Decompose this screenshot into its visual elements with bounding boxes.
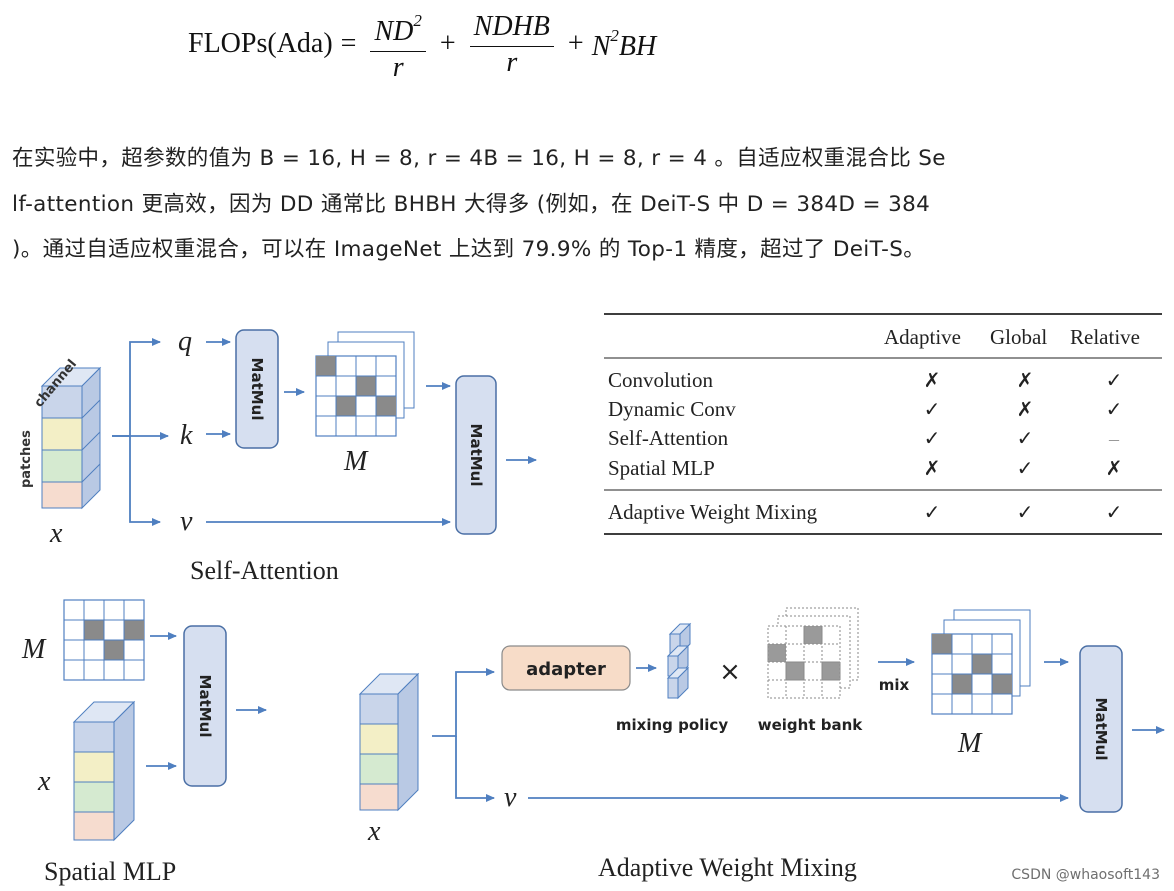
spatial-mlp-caption: Spatial MLP — [44, 857, 176, 886]
awm-x-label: x — [367, 816, 381, 847]
cell-global: ✗ — [1017, 399, 1034, 421]
flops-formula: FLOPs(Ada) = ND2 r + NDHB r + N2BH — [188, 4, 656, 84]
cell-global: ✓ — [1017, 502, 1034, 524]
matmul-1-block — [235, 329, 279, 449]
mlp-x-label: x — [37, 766, 51, 797]
mixing-policy-label: mixing policy — [616, 716, 728, 734]
self-attention-diagram: channel patches x q k v MatMul — [19, 326, 537, 585]
row-name: Adaptive Weight Mixing — [608, 500, 818, 524]
adapter-label: adapter — [526, 659, 606, 680]
sa-x-label: x — [49, 518, 63, 549]
fraction-2-numerator: NDHB — [469, 10, 554, 47]
mlp-m-grid — [63, 599, 145, 681]
v-label: v — [180, 506, 193, 537]
table-row: Self-Attention ✓ ✓ – — [608, 426, 1120, 450]
k-label: k — [180, 420, 193, 451]
awm-m-grid — [931, 609, 1031, 715]
paragraph-line-3: )。通过自适应权重混合，可以在 ImageNet 上达到 79.9% 的 Top… — [12, 237, 926, 262]
formula-lhs: FLOPs(Ada) — [188, 28, 333, 59]
cell-relative: ✓ — [1106, 502, 1123, 524]
table-header-relative: Relative — [1070, 325, 1140, 349]
cell-adaptive: ✗ — [924, 370, 941, 392]
row-name: Self-Attention — [608, 426, 729, 450]
mixing-policy-icon — [666, 622, 692, 700]
sa-m-label: M — [343, 446, 369, 477]
row-name: Convolution — [608, 368, 714, 392]
formula-term-3: N2BH — [592, 26, 657, 63]
formula-equals: = — [340, 28, 357, 59]
cell-adaptive: ✗ — [924, 458, 941, 480]
formula-plus-2: + — [567, 28, 584, 59]
cell-global: ✓ — [1017, 458, 1034, 480]
mlp-m-label: M — [21, 634, 47, 665]
matmul-1-label: MatMul — [248, 358, 266, 421]
cell-relative: ✗ — [1106, 458, 1123, 480]
cell-relative: ✓ — [1106, 399, 1123, 421]
cell-global: ✓ — [1017, 428, 1034, 450]
awm-v-label: v — [504, 782, 517, 813]
table-header-adaptive: Adaptive — [884, 325, 961, 349]
attention-map-m — [315, 331, 415, 437]
fraction-1-exponent: 2 — [413, 11, 422, 30]
cell-global: ✗ — [1017, 370, 1034, 392]
table-row-final: Adaptive Weight Mixing ✓ ✓ ✓ — [608, 500, 1122, 524]
term-3-base: N — [591, 30, 611, 62]
mix-label: mix — [879, 676, 910, 694]
formula-fraction-1: ND2 r — [370, 4, 426, 84]
awm-m-label: M — [957, 728, 983, 759]
awm-input-cube — [358, 672, 420, 812]
q-label: q — [178, 326, 192, 357]
formula-plus-1: + — [439, 28, 456, 59]
figure-canvas: channel patches x q k v MatMul — [19, 313, 1165, 886]
csdn-watermark: CSDN @whaosoft143 — [1011, 867, 1160, 883]
cell-relative: – — [1108, 428, 1120, 450]
table-header-global: Global — [990, 325, 1047, 349]
table-row: Dynamic Conv ✓ ✗ ✓ — [608, 397, 1122, 421]
formula-fraction-2: NDHB r — [469, 10, 554, 79]
matmul-2-label: MatMul — [467, 424, 485, 487]
table-row: Spatial MLP ✗ ✓ ✗ — [608, 456, 1122, 480]
cell-adaptive: ✓ — [924, 502, 941, 524]
term-3-exponent: 2 — [610, 25, 619, 45]
fraction-1-denominator: r — [392, 52, 404, 83]
architecture-figure: channel patches x q k v MatMul — [0, 300, 1174, 891]
adaptive-weight-mixing-caption: Adaptive Weight Mixing — [598, 853, 857, 882]
mlp-matmul-block — [183, 625, 227, 787]
row-name: Dynamic Conv — [608, 397, 736, 421]
times-symbol: × — [719, 657, 741, 687]
adaptive-weight-mixing-diagram: x adapter mixing policy × — [358, 607, 1165, 882]
spatial-mlp-diagram: M x MatMul Spatial MLP — [21, 599, 267, 886]
awm-matmul-block — [1079, 645, 1123, 813]
awm-v-branch-arrow — [455, 736, 495, 802]
table-row: Convolution ✗ ✗ ✓ — [608, 368, 1122, 392]
matmul-2-block — [455, 375, 497, 535]
input-cube-x-top — [40, 366, 102, 510]
q-branch-arrow — [112, 338, 161, 437]
v-branch-arrow — [129, 436, 161, 526]
row-name: Spatial MLP — [608, 456, 715, 480]
weight-bank-label: weight bank — [758, 716, 864, 734]
term-3-rest: BH — [618, 30, 657, 62]
fraction-2-denominator: r — [506, 46, 518, 78]
self-attention-caption: Self-Attention — [190, 556, 339, 585]
patches-label: patches — [19, 430, 34, 488]
weight-bank-icon — [767, 607, 859, 699]
cell-adaptive: ✓ — [924, 399, 941, 421]
comparison-table: Adaptive Global Relative Convolution ✗ ✗… — [604, 313, 1162, 535]
awm-to-adapter-arrow — [432, 668, 495, 737]
mlp-matmul-label: MatMul — [196, 675, 214, 738]
awm-matmul-label: MatMul — [1092, 698, 1110, 761]
adapter-block — [501, 645, 631, 691]
paragraph-line-2: lf-attention 更高效，因为 DD 通常比 BHBH 大得多 (例如，… — [12, 191, 931, 217]
fraction-1-numerator: ND — [374, 16, 414, 47]
mlp-input-cube — [72, 700, 136, 842]
cell-adaptive: ✓ — [924, 428, 941, 450]
body-paragraph: 在实验中，超参数的值为 B = 16, H = 8, r = 4B = 16, … — [12, 136, 1168, 273]
cell-relative: ✓ — [1106, 370, 1123, 392]
paragraph-line-1: 在实验中，超参数的值为 B = 16, H = 8, r = 4B = 16, … — [12, 146, 946, 171]
